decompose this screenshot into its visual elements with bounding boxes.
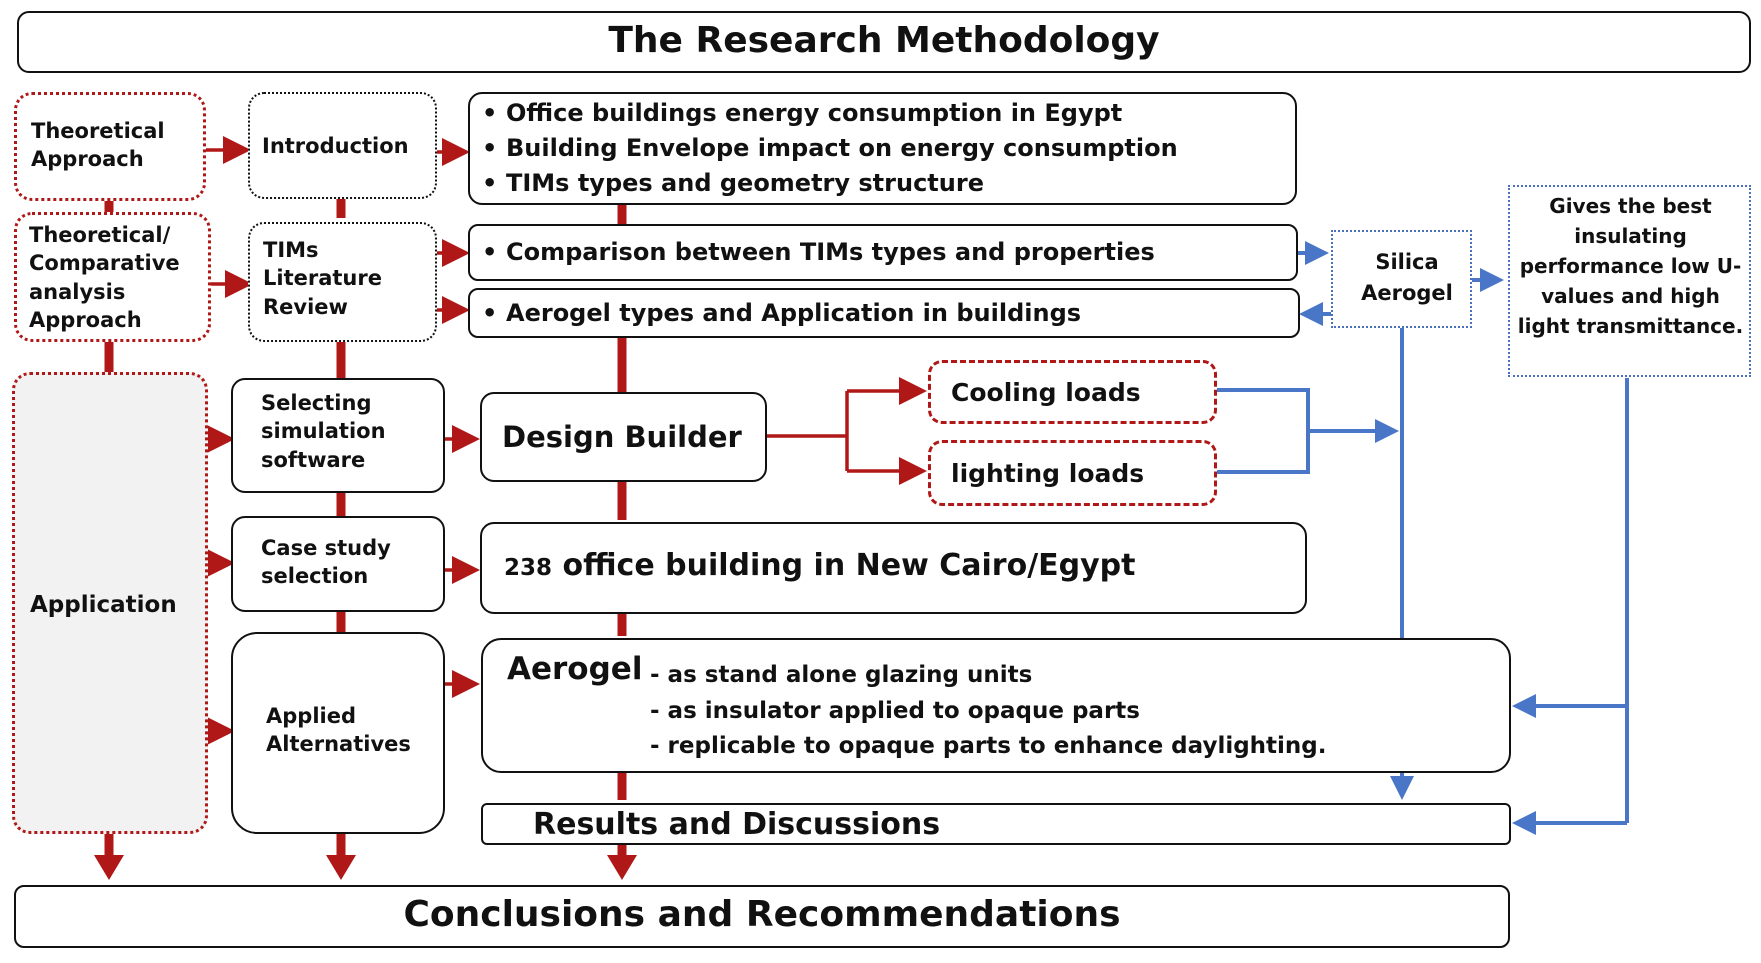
design-builder-box: Design Builder [480,392,767,482]
best-performance-label: Gives the best insulating performance lo… [1517,194,1744,338]
application-box: Application [12,372,208,834]
title-box: The Research Methodology [17,11,1751,73]
results-label: Results and Discussions [533,807,941,842]
aerogel-item-1: - as stand alone glazing units [650,662,1033,688]
design-builder-label: Design Builder [502,420,742,454]
comparison-box: Comparison between TIMs types and proper… [468,224,1298,281]
introduction-label: Introduction [262,134,409,158]
page-title: The Research Methodology [608,20,1160,61]
applied-alternatives-label: Applied Alternatives [266,704,411,757]
conclusions-label: Conclusions and Recommendations [403,894,1121,935]
aerogel-types-label: Aerogel types and Application in buildin… [482,296,1081,330]
selecting-software-box: Selecting simulation software [231,378,445,493]
aerogel-types-box: Aerogel types and Application in buildin… [468,288,1300,338]
aerogel-title: Aerogel [507,651,643,687]
applied-alternatives-box: Applied Alternatives [231,632,445,834]
tims-review-box: TIMs Literature Review [248,222,437,342]
intro-topics-list: Office buildings energy consumption in E… [482,96,1178,201]
case-building-text: 238 office building in New Cairo/Egypt [504,548,1136,583]
cooling-loads-box: Cooling loads [928,360,1217,424]
intro-topic-item: Building Envelope impact on energy consu… [482,131,1178,166]
aerogel-item-2: - as insulator applied to opaque parts [650,698,1140,724]
arrow-down-1 [94,855,124,880]
arrow-down-2 [326,855,356,880]
tims-review-label: TIMs Literature Review [263,238,382,319]
theoretical-approach-label: Theoretical Approach [31,119,165,172]
intro-topics-box: Office buildings energy consumption in E… [468,92,1297,205]
comparison-label: Comparison between TIMs types and proper… [482,235,1155,269]
best-performance-box: Gives the best insulating performance lo… [1508,185,1751,377]
case-study-label: Case study selection [261,536,391,589]
lighting-loads-label: lighting loads [951,459,1145,488]
aerogel-alternatives-box: Aerogel - as stand alone glazing units -… [481,638,1511,773]
arrow-down-3 [607,855,637,880]
conclusions-box: Conclusions and Recommendations [14,885,1510,948]
case-building-label: office building in New Cairo/Egypt [562,548,1136,583]
lighting-loads-box: lighting loads [928,440,1217,506]
theoretical-approach-box: Theoretical Approach [14,92,206,201]
aerogel-item-3: - replicable to opaque parts to enhance … [650,733,1327,759]
intro-topic-item: Office buildings energy consumption in E… [482,96,1178,131]
intro-topic-item: TIMs types and geometry structure [482,166,1178,201]
case-building-box: 238 office building in New Cairo/Egypt [480,522,1307,614]
application-label: Application [30,592,177,618]
silica-aerogel-label: Silica Aerogel [1361,250,1453,305]
comparative-approach-label: Theoretical/ Comparative analysis Approa… [29,223,180,333]
comparative-approach-box: Theoretical/ Comparative analysis Approa… [14,212,211,342]
case-building-number: 238 [504,555,553,581]
case-study-box: Case study selection [231,516,445,612]
introduction-box: Introduction [248,92,437,199]
results-box: Results and Discussions [481,803,1511,845]
cooling-loads-label: Cooling loads [951,378,1141,407]
silica-aerogel-box: Silica Aerogel [1331,230,1472,328]
selecting-software-label: Selecting simulation software [261,391,386,472]
